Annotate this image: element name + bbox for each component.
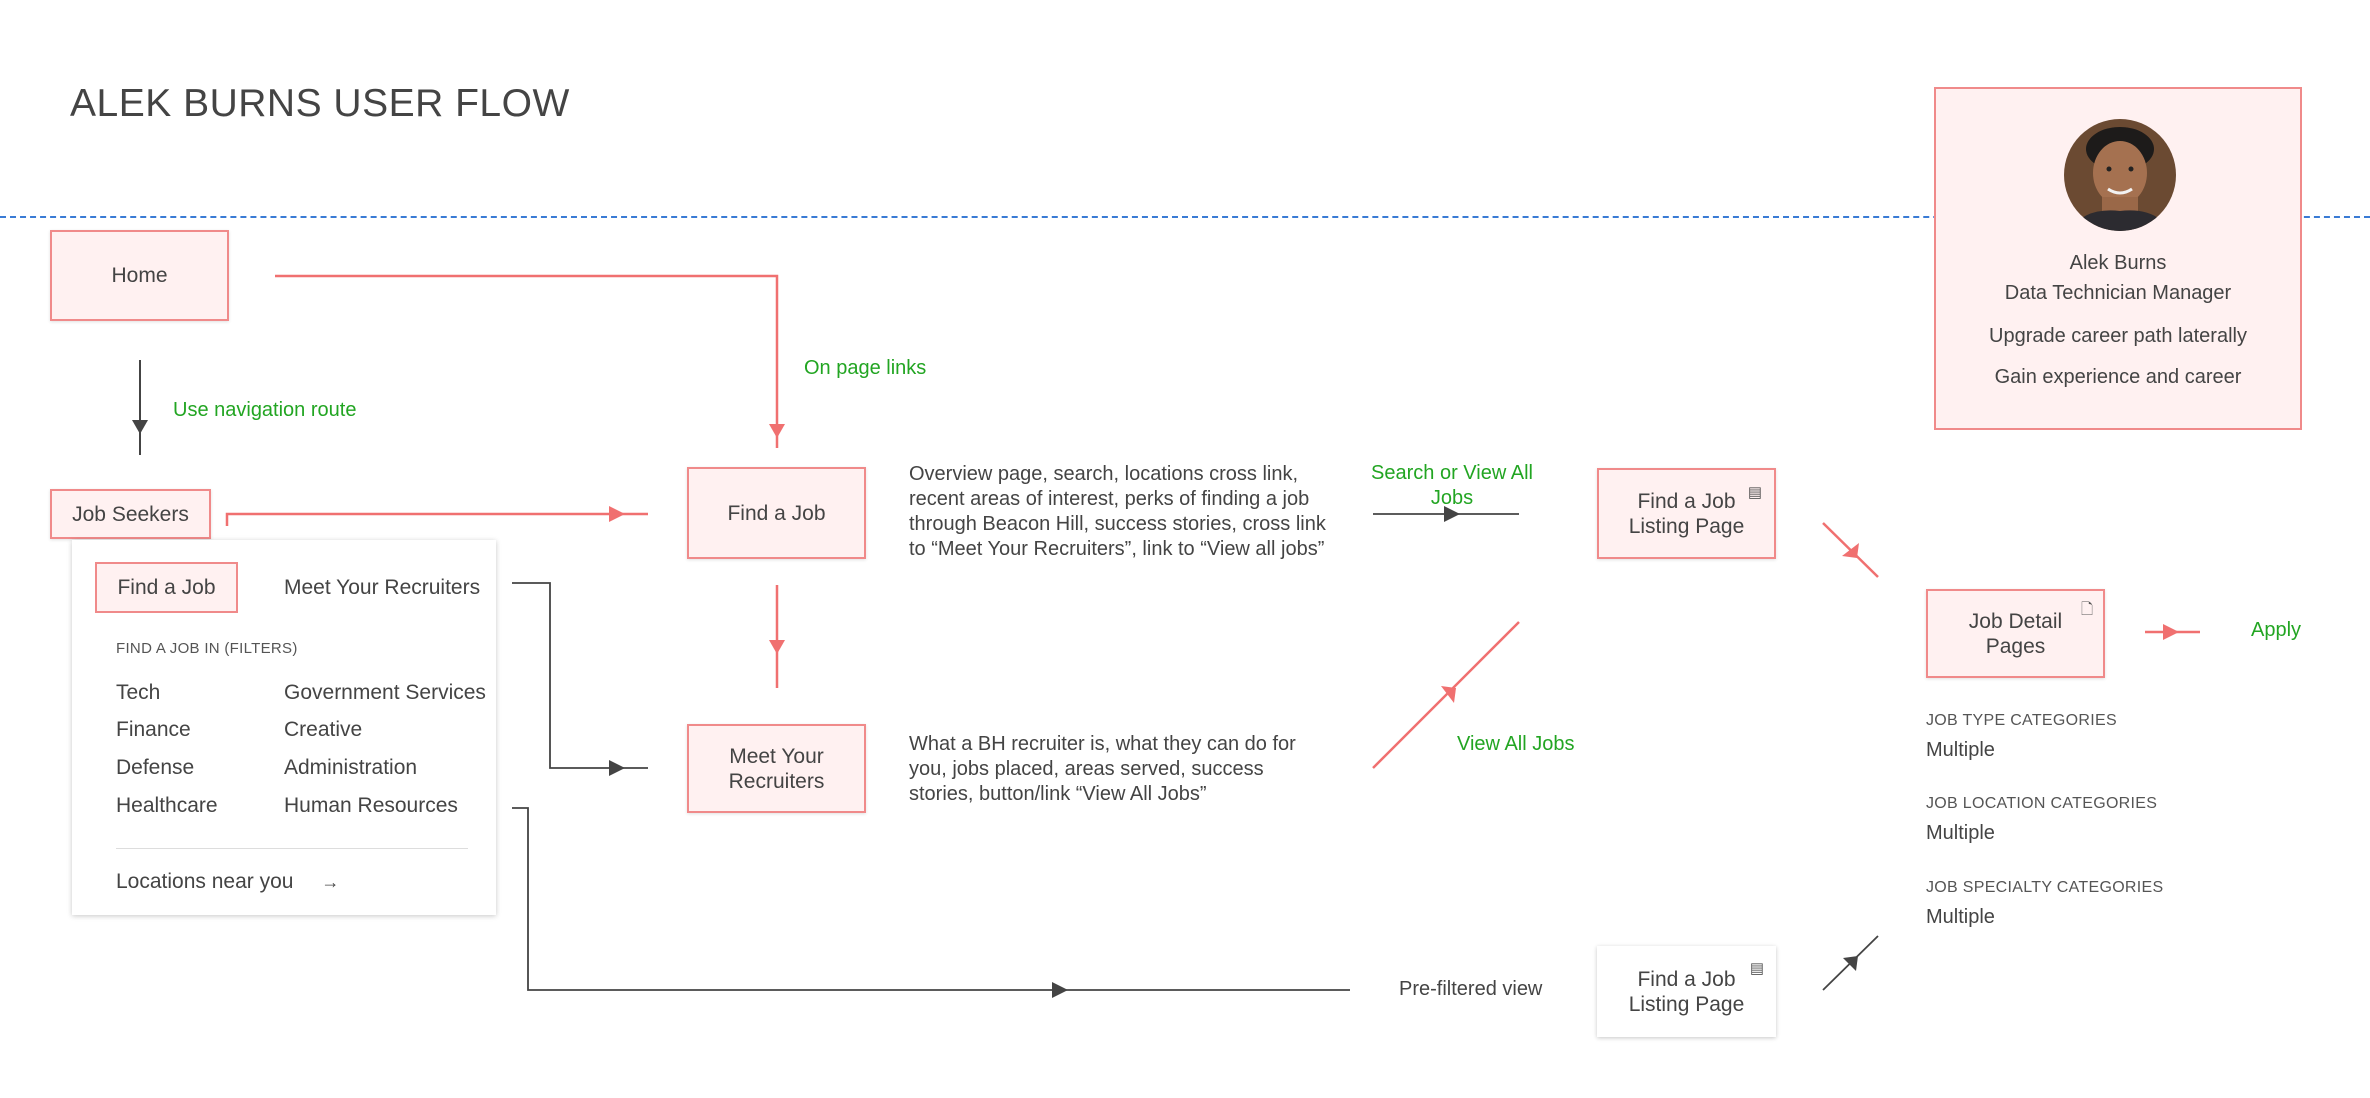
category-location-heading: JOB LOCATION CATEGORIES [1926, 795, 2158, 812]
document-icon: 🗋 [2080, 601, 2093, 618]
arrowhead-find-meet [769, 640, 785, 654]
node-meet-recruiters-label: Meet Your Recruiters [728, 744, 825, 793]
arrow-right-icon: → [321, 872, 340, 892]
arrowhead-view-all [1441, 686, 1456, 703]
desc-find-a-job: Overview page, search, locations cross l… [909, 463, 1326, 560]
label-use-navigation: Use navigation route [173, 399, 357, 421]
edge-view-all-jobs [1372, 621, 1520, 769]
edge-menu-prefiltered [512, 807, 1350, 991]
menu-filter-tech[interactable]: Tech [116, 681, 161, 704]
persona-role: Data Technician Manager [2004, 282, 2232, 304]
menu-tab-meet-recruiters[interactable]: Meet Your Recruiters [284, 576, 481, 599]
node-listing-top[interactable]: Find a Job Listing Page ▤ [1597, 468, 1776, 559]
menu-locations-link[interactable]: Locations near you → [116, 870, 339, 894]
persona-goal-1: Upgrade career path laterally [1989, 325, 2247, 347]
arrowhead-prefiltered [1052, 982, 1068, 998]
persona-avatar [2064, 119, 2176, 231]
menu-tab-find-a-job-label: Find a Job [117, 576, 216, 599]
arrowhead-home-seekers [132, 420, 148, 434]
menu-filter-administration[interactable]: Administration [284, 756, 418, 779]
desc-meet-recruiters: What a BH recruiter is, what they can do… [909, 733, 1296, 805]
arrowhead-seekers-find [609, 506, 625, 522]
label-view-all-jobs: View All Jobs [1457, 733, 1575, 755]
label-on-page-links: On page links [804, 357, 927, 379]
node-job-seekers-label: Job Seekers [72, 502, 189, 526]
label-search-or-view-all: Search or View All Jobs [1371, 462, 1533, 509]
arrowhead-prefiltered-detail [1843, 956, 1858, 971]
node-job-detail-label: Job Detail Pages [1968, 609, 2063, 658]
node-home[interactable]: Home [50, 230, 229, 321]
menu-locations-label: Locations near you [116, 870, 294, 893]
job-seekers-menu: Find a Job Meet Your Recruiters FIND A J… [72, 540, 496, 915]
persona-name: Alek Burns [2069, 252, 2167, 274]
node-find-a-job-label: Find a Job [727, 501, 826, 525]
list-icon: ▤ [1749, 960, 1764, 977]
menu-tab-find-a-job[interactable]: Find a Job [95, 562, 238, 613]
arrowhead-home-find [769, 424, 785, 438]
arrowhead-detail-apply [2163, 624, 2179, 640]
menu-filter-finance[interactable]: Finance [116, 718, 191, 741]
category-type-value: Multiple [1926, 739, 1995, 761]
menu-filters-heading: FIND A JOB IN (FILTERS) [116, 640, 298, 657]
category-location-value: Multiple [1926, 822, 1995, 844]
menu-filter-defense[interactable]: Defense [116, 756, 195, 779]
menu-filter-healthcare[interactable]: Healthcare [116, 794, 218, 817]
arrowhead-menu-meet [609, 760, 625, 776]
edge-menu-meet [512, 582, 648, 769]
category-specialty-value: Multiple [1926, 906, 1995, 928]
node-home-label: Home [111, 264, 168, 287]
category-specialty-heading: JOB SPECIALTY CATEGORIES [1926, 879, 2164, 896]
node-meet-recruiters[interactable]: Meet Your Recruiters [687, 724, 866, 813]
node-listing-top-label: Find a Job Listing Page [1628, 489, 1745, 538]
arrowhead-listing-detail [1842, 543, 1859, 558]
menu-filter-creative[interactable]: Creative [284, 718, 363, 741]
category-type-heading: JOB TYPE CATEGORIES [1926, 712, 2117, 729]
arrowhead-search-listing [1444, 506, 1460, 522]
node-job-seekers[interactable]: Job Seekers [50, 489, 211, 539]
menu-divider [116, 848, 468, 849]
edge-home-find-a-job [275, 274, 779, 448]
label-pre-filtered: Pre-filtered view [1399, 978, 1543, 1000]
menu-filter-hr[interactable]: Human Resources [284, 794, 458, 817]
list-icon: ▤ [1747, 484, 1762, 501]
persona-divider [0, 216, 2370, 218]
node-listing-bottom[interactable]: Find a Job Listing Page ▤ [1597, 946, 1776, 1037]
edge-seekers-find [225, 512, 648, 526]
page-title: ALEK BURNS USER FLOW [70, 82, 570, 125]
persona-card: Alek Burns Data Technician Manager Upgra… [1934, 87, 2302, 430]
label-apply[interactable]: Apply [2251, 619, 2302, 641]
menu-filter-government[interactable]: Government Services [284, 681, 486, 704]
persona-goal-2: Gain experience and career [1994, 366, 2242, 388]
node-job-detail[interactable]: Job Detail Pages 🗋 [1926, 589, 2105, 678]
node-find-a-job[interactable]: Find a Job [687, 467, 866, 559]
node-listing-bottom-label: Find a Job Listing Page [1628, 967, 1745, 1016]
